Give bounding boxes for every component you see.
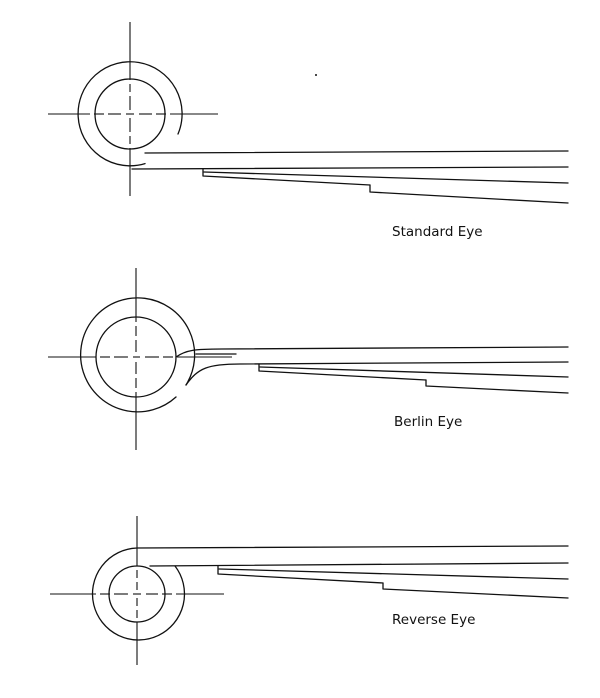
standard-eye-third-leaf: [369, 184, 569, 204]
berlin-eye-outer-wrap: [79, 297, 196, 413]
reverse-eye-main-leaf-top: [136, 545, 569, 549]
standard-eye-diagram: Standard Eye: [48, 22, 569, 240]
berlin-eye-centerlines: [48, 268, 232, 450]
berlin-eye-third-leaf: [425, 379, 569, 394]
reverse-eye-caption: Reverse Eye: [392, 612, 475, 628]
berlin-eye-main-leaf-bottom: [185, 361, 569, 386]
berlin-eye-diagram: Berlin Eye: [48, 268, 569, 450]
berlin-eye-main-leaf-top: [175, 346, 569, 358]
standard-eye-main-leaf-bottom: [131, 166, 569, 170]
standard-eye-inner-circle: [94, 78, 166, 150]
berlin-eye-second-leaf: [258, 363, 427, 381]
standard-eye-main-leaf-top: [144, 150, 569, 154]
reverse-eye-main-leaf-bottom: [149, 562, 569, 567]
reverse-eye-centerlines: [50, 516, 224, 665]
standard-eye-second-leaf-top: [203, 171, 569, 184]
berlin-eye-second-leaf-top: [259, 366, 569, 378]
reverse-eye-outer-wrap: [91, 547, 186, 641]
standard-eye-outer-wrap: [77, 61, 183, 167]
reverse-eye-second-leaf-top: [218, 568, 569, 580]
standard-eye-second-leaf: [202, 168, 371, 186]
speck: [315, 74, 317, 76]
reverse-eye-second-leaf: [217, 565, 384, 584]
reverse-eye-inner-circle: [108, 565, 166, 623]
standard-eye-caption: Standard Eye: [392, 224, 483, 240]
reverse-eye-third-leaf: [382, 582, 569, 599]
standard-eye-centerlines: [48, 22, 218, 196]
reverse-eye-diagram: Reverse Eye: [50, 516, 569, 665]
berlin-eye-caption: Berlin Eye: [394, 414, 462, 430]
